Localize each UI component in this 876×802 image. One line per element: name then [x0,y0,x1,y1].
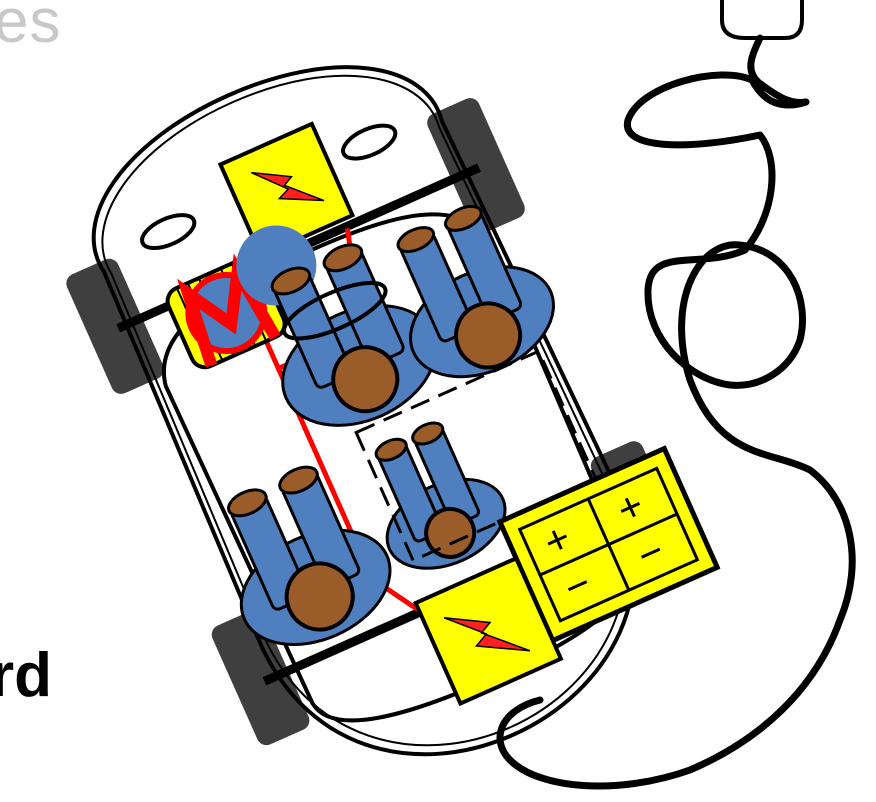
cropped-label-fragment: rd [0,641,52,710]
mouse-cable [496,0,856,790]
rear-power-box [413,555,564,707]
person-icon [374,421,507,570]
front-power-box [217,121,356,259]
person-icon [396,204,555,379]
wheel-icon [66,258,164,394]
lightning-bolt-icon [251,171,325,202]
person-icon [227,465,392,646]
cropped-heading-fragment: es [0,0,62,56]
lightning-bolt-icon [443,617,531,652]
wheel-icon [211,610,310,746]
motor-icon [165,225,317,370]
